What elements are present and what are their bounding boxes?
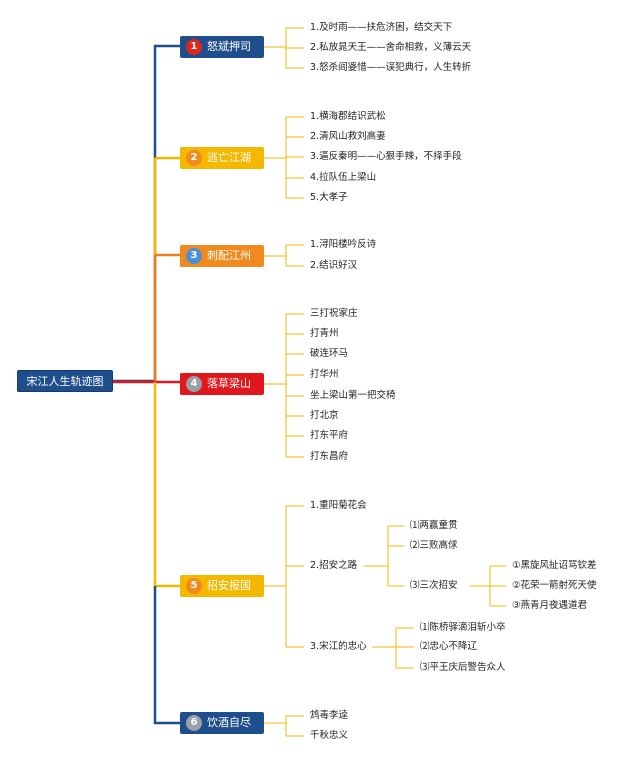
branch-label-1: 怒斌押司 [207, 40, 251, 53]
branch-label-6: 饮酒自尽 [207, 716, 251, 729]
branch-1-leaf-lines [264, 27, 304, 69]
branch-4-item-1: 三打祝家庄 [310, 308, 358, 319]
branch-1-item-1: 1.及时雨——扶危济困，结交天下 [310, 22, 453, 33]
branch-4-item-2: 打青州 [310, 328, 339, 339]
number-badge-3: 3 [186, 248, 202, 264]
road-item-1: ⑴两赢童贯 [410, 520, 458, 531]
branch-6-item-2: 千秋忠义 [310, 730, 349, 741]
branch-5-road-lines [364, 525, 404, 587]
loyal-item-1: ⑴陈桥驿滴泪斩小卒 [420, 622, 506, 633]
branch-3-item-2: 2.结识好汉 [310, 260, 358, 271]
branch-5-leaf-lines [264, 505, 304, 648]
branch-1-item-3: 3.怒杀阎婆惜——误犯典行，人生转折 [310, 62, 472, 73]
branch-2-item-1: 1.横海郡结识武松 [310, 111, 386, 122]
road-item-3: ⑶三次招安 [410, 580, 458, 591]
branch-5-loyal-lines [372, 627, 414, 669]
branch-label-3: 刺配江州 [207, 249, 251, 262]
trunk-line-3 [153, 253, 180, 381]
branch-1-item-2: 2.私放晁天王——舍命相救，义薄云天 [310, 42, 472, 53]
branch-2-item-5: 5.大孝子 [310, 192, 348, 203]
branch-5-item-3: 3.宋江的忠心 [310, 641, 367, 652]
loyal-item-2: ⑵忠心不降辽 [420, 641, 478, 652]
branch-2-item-4: 4.拉队伍上梁山 [310, 172, 377, 183]
branch-node-6: 6 饮酒自尽 [180, 712, 264, 734]
branch-3-leaf-lines [264, 244, 304, 267]
branch-node-4: 4 落草梁山 [180, 373, 264, 395]
number-badge-4: 4 [186, 376, 202, 392]
root-node: 宋江人生轨迹图 [17, 370, 113, 392]
number-badge-2: 2 [186, 150, 202, 166]
trunk-line-1 [113, 44, 180, 383]
branch-5-third-lines [470, 565, 506, 607]
third-item-3: ③燕青月夜遇道君 [512, 600, 588, 611]
branch-3-item-1: 1.浔阳楼吟反诗 [310, 239, 377, 250]
number-badge-1: 1 [186, 39, 202, 55]
branch-4-item-8: 打东昌府 [310, 451, 349, 462]
branch-5-item-1: 1.重阳菊花会 [310, 500, 367, 511]
branch-4-item-7: 打东平府 [310, 430, 349, 441]
branch-5-item-2: 2.招安之路 [310, 560, 358, 571]
trunk-line-2 [153, 156, 180, 255]
number-badge-6: 6 [186, 715, 202, 731]
branch-4-item-4: 打华州 [310, 369, 339, 380]
branch-node-2: 2 逃亡江湖 [180, 147, 264, 169]
branch-2-leaf-lines [264, 116, 304, 199]
branch-node-5: 5 招安报国 [180, 575, 264, 597]
trunk-line-5 [153, 382, 180, 588]
branch-4-leaf-lines [264, 313, 304, 458]
trunk-line-6 [153, 586, 180, 725]
branch-6-leaf-lines [264, 715, 304, 737]
branch-label-5: 招安报国 [207, 579, 251, 592]
third-item-1: ①黑旋风扯诏骂钦差 [512, 560, 597, 571]
branch-2-item-2: 2.清风山救刘高妻 [310, 131, 386, 142]
branch-4-item-5: 坐上梁山第一把交椅 [310, 390, 396, 401]
branch-4-item-6: 打北京 [310, 410, 339, 421]
branch-2-item-3: 3.逼反秦明——心狠手辣，不择手段 [310, 151, 462, 162]
number-badge-5: 5 [186, 578, 202, 594]
third-item-2: ②花荣一箭射死天使 [512, 580, 597, 591]
loyal-item-3: ⑶平王庆后警告众人 [420, 662, 506, 673]
branch-6-item-1: 鸩毒李逵 [310, 710, 349, 721]
branch-node-1: 1 怒斌押司 [180, 36, 264, 58]
branch-label-4: 落草梁山 [207, 377, 251, 390]
branch-node-3: 3 刺配江州 [180, 245, 264, 267]
branch-4-item-3: 破连环马 [310, 348, 349, 359]
road-item-2: ⑵三败高俅 [410, 540, 458, 551]
branch-label-2: 逃亡江湖 [207, 151, 251, 164]
